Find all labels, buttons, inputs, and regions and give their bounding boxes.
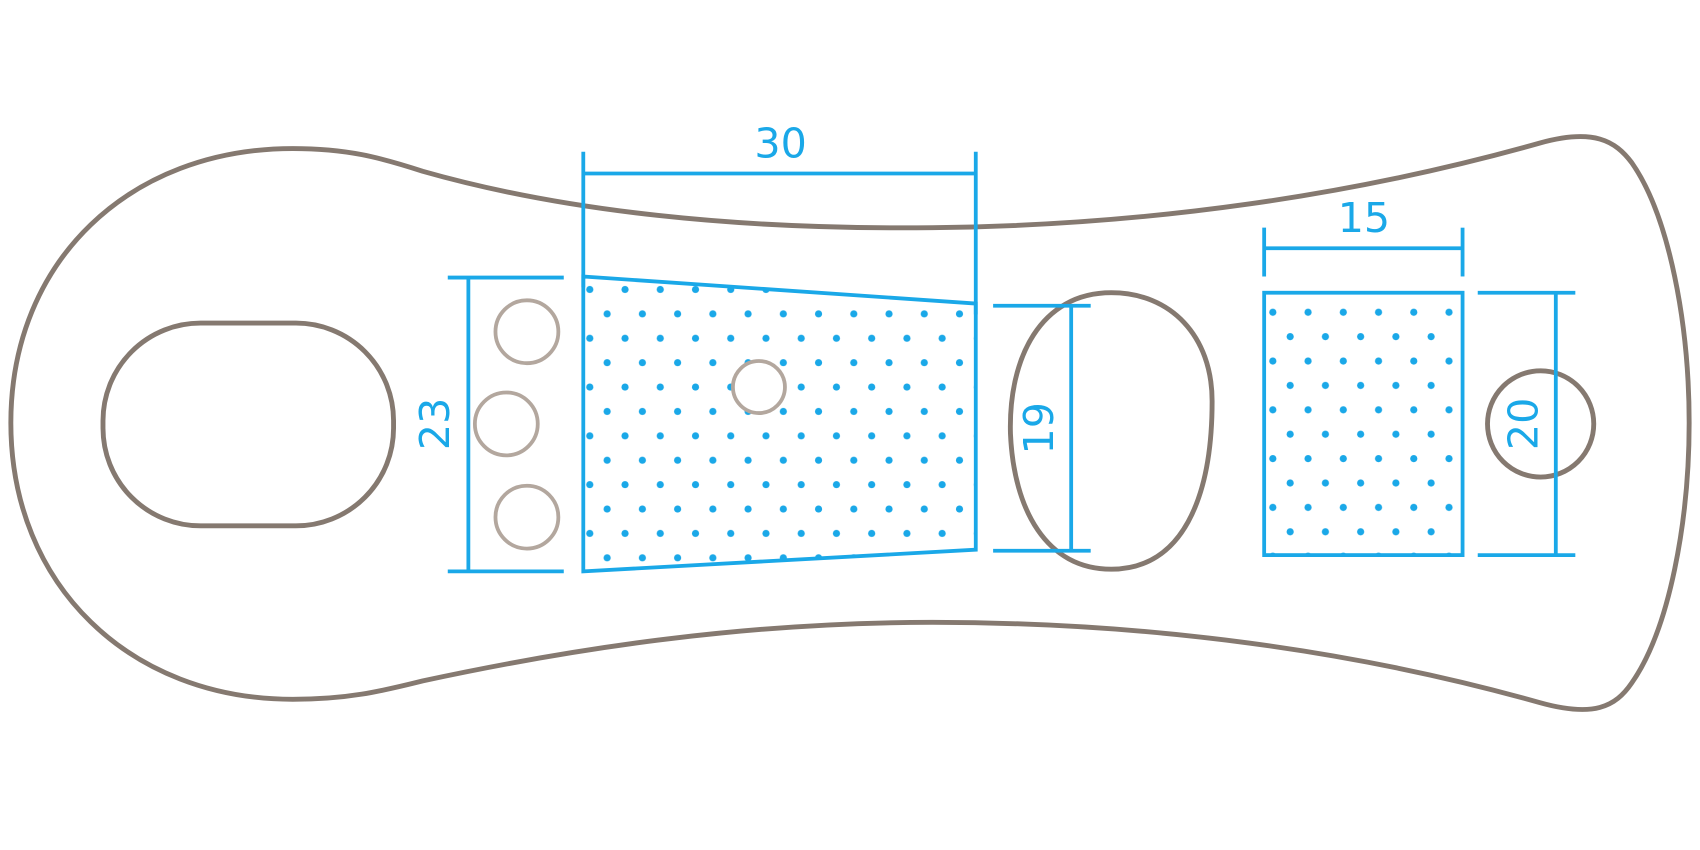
small-hole-top [493,298,561,366]
dimension-label-30: 30 [754,119,806,167]
dimension-label-19: 19 [1015,402,1063,454]
dimension-label-23: 23 [411,398,459,450]
dimension-right-width: 15 [1262,194,1465,277]
dimension-right-height: 20 [1477,290,1576,557]
dimension-label-20: 20 [1500,398,1548,450]
opener-outline [8,134,1692,712]
dotted-trapezoid-area [581,274,978,574]
slot-hole [100,320,396,529]
small-hole-middle [472,390,540,458]
hanging-hole [1485,368,1597,480]
dimension-label-15: 15 [1338,194,1390,242]
dotted-rectangle-area [1262,290,1465,557]
dimension-top-width: 30 [581,119,978,315]
oval-opening [1008,290,1215,572]
small-hole-bottom [493,483,561,551]
dimension-oval-height: 19 [993,303,1091,553]
dimension-left-height: 23 [411,275,564,574]
center-hole [731,359,787,415]
